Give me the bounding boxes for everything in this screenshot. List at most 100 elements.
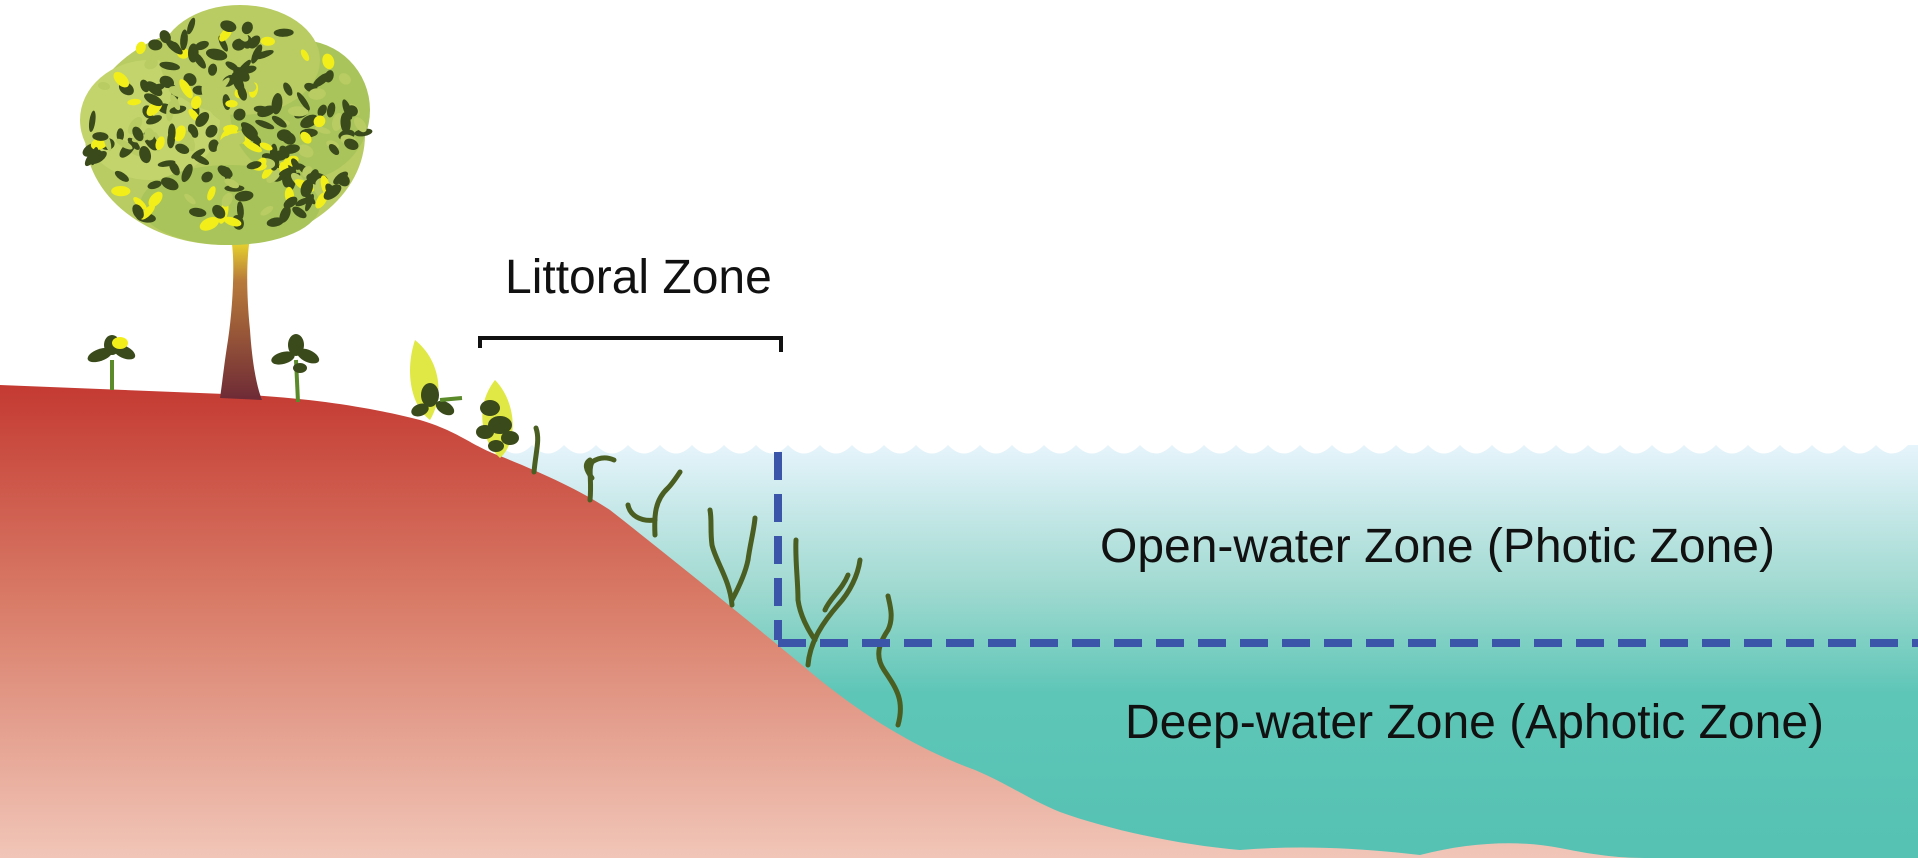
leaf: [205, 48, 228, 61]
leaf: [144, 127, 155, 141]
leaf: [231, 72, 245, 93]
leaf: [216, 77, 230, 93]
leaf: [300, 179, 314, 198]
leaf: [287, 106, 309, 117]
leaf: [332, 113, 343, 131]
leaf: [255, 119, 275, 130]
leaf: [180, 29, 188, 51]
leaf: [300, 114, 318, 129]
leaf: [147, 180, 162, 190]
leaf: [297, 144, 314, 158]
leaf: [344, 138, 359, 151]
leaf: [139, 146, 152, 164]
leaf: [127, 116, 143, 135]
leaf: [271, 93, 283, 115]
leaf: [144, 93, 163, 107]
leaf: [151, 83, 165, 91]
leaf: [189, 207, 207, 218]
leaf: [338, 73, 351, 85]
leaf: [148, 191, 163, 207]
leaf: [346, 105, 358, 117]
leaf: [292, 206, 307, 219]
leaf: [135, 41, 146, 55]
leaf: [236, 201, 244, 220]
seedling: [271, 334, 320, 403]
leaf: [127, 98, 142, 106]
leaf: [205, 124, 218, 138]
leaf: [296, 92, 310, 111]
leaf: [146, 115, 162, 125]
leaf: [207, 186, 216, 201]
leaf: [144, 58, 158, 70]
shore-soil: [0, 385, 1650, 858]
leaf: [223, 124, 239, 133]
leaf: [212, 204, 226, 219]
leaf: [322, 53, 335, 70]
leaf: [195, 112, 210, 127]
shore-plant: [476, 380, 519, 458]
leaf: [221, 192, 233, 207]
leaf: [194, 40, 209, 51]
leaf: [170, 94, 181, 111]
leaf: [183, 130, 195, 152]
leaf: [279, 205, 291, 223]
leaf: [251, 44, 263, 64]
leaf: [165, 39, 183, 55]
leaf: [209, 108, 227, 122]
leaf: [155, 136, 165, 151]
leaf: [111, 185, 131, 197]
seedling: [87, 335, 136, 390]
leaf: [259, 142, 273, 151]
leaf: [257, 105, 276, 118]
leaf: [291, 158, 300, 170]
leaf: [232, 38, 246, 51]
leaf: [174, 125, 186, 142]
leaf: [224, 184, 245, 192]
leaf: [243, 141, 262, 153]
leaf: [260, 36, 275, 46]
leaf: [140, 79, 150, 93]
leaf: [323, 184, 342, 200]
littoral-zone-label: Littoral Zone: [505, 251, 772, 304]
leaf: [169, 161, 180, 176]
leaf: [336, 173, 350, 187]
tree-trunk: [220, 230, 262, 400]
leaf: [241, 21, 253, 35]
leaf: [148, 39, 163, 51]
leaf: [233, 131, 245, 145]
leaf: [326, 102, 336, 118]
leaf: [266, 217, 284, 227]
open-water-zone-label: Open-water Zone (Photic Zone): [1100, 520, 1775, 573]
leaf: [313, 115, 326, 128]
leaf: [246, 161, 262, 170]
leaf: [273, 28, 294, 37]
leaf: [161, 177, 179, 191]
leaf: [127, 137, 140, 150]
leaf: [114, 170, 129, 182]
leaf: [271, 115, 287, 128]
leaf: [317, 104, 327, 117]
leaf: [199, 216, 220, 231]
leaf: [113, 71, 130, 88]
leaf: [314, 126, 331, 134]
leaf: [240, 122, 258, 137]
leaf: [354, 128, 373, 137]
leaf: [291, 35, 306, 47]
leaf: [88, 110, 96, 133]
leaf: [223, 216, 242, 227]
leaf: [115, 138, 133, 150]
leaf: [340, 112, 351, 134]
leaf: [159, 75, 175, 89]
leaf: [295, 197, 310, 207]
leaf: [230, 47, 241, 62]
leaf: [159, 61, 180, 71]
leaf: [283, 196, 298, 209]
leaf: [133, 196, 147, 210]
leaf: [116, 128, 125, 142]
leaf: [260, 205, 274, 216]
leaf: [324, 70, 334, 83]
leaf: [353, 117, 367, 133]
leaf: [191, 148, 206, 159]
